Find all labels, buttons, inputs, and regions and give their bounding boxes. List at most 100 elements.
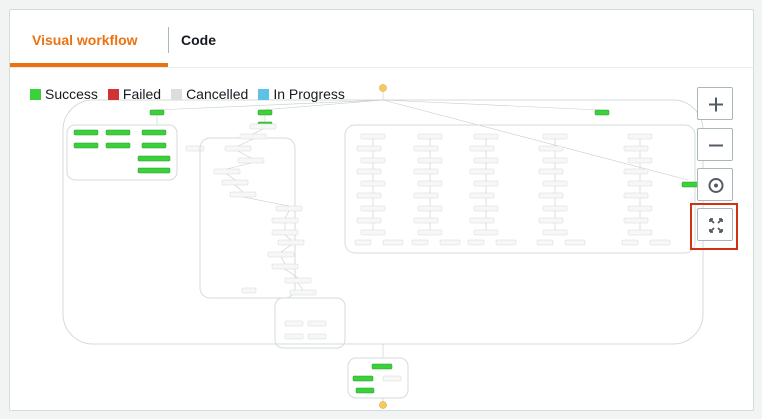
step-node-pending (564, 239, 586, 246)
edge (280, 244, 292, 253)
step-node-pending (469, 168, 495, 175)
step-node-pending (542, 205, 568, 212)
step-node-pending (241, 287, 257, 294)
step-node-succeeded (141, 129, 167, 136)
step-node-pending (623, 217, 649, 224)
edge (284, 234, 292, 241)
start-end-node (379, 84, 387, 92)
legend-success: Success (30, 86, 98, 102)
edge (382, 99, 601, 111)
step-node-pending (307, 333, 327, 340)
step-node-pending (627, 133, 653, 140)
step-node-pending (439, 239, 461, 246)
step-node-succeeded (681, 181, 699, 188)
step-node-succeeded (73, 142, 99, 149)
step-node-pending (267, 251, 295, 258)
step-node-pending (360, 180, 386, 187)
step-node-pending (413, 192, 439, 199)
step-node-pending (284, 333, 304, 340)
edge (297, 282, 304, 291)
edge (237, 150, 252, 159)
zoom-out-button[interactable] (697, 128, 733, 161)
step-node-pending (284, 277, 312, 284)
step-node-pending (542, 133, 568, 140)
parallel-branch-container (274, 297, 346, 349)
edge (242, 196, 290, 207)
step-node-pending (473, 180, 499, 187)
edge (280, 256, 286, 265)
step-node-pending (271, 217, 299, 224)
step-node-pending (229, 191, 257, 198)
edge (261, 99, 384, 111)
step-node-pending (239, 133, 267, 140)
edge (284, 210, 290, 219)
step-node-pending (275, 205, 303, 212)
active-tab-indicator (10, 63, 168, 67)
zoom-in-button[interactable] (697, 87, 733, 120)
center-button[interactable] (697, 168, 733, 201)
target-icon (708, 178, 724, 193)
tab-bar: Visual workflow Code (10, 10, 753, 68)
step-node-pending (417, 180, 443, 187)
step-node-pending (356, 145, 382, 152)
parallel-branch-container (347, 357, 409, 399)
step-node-succeeded (149, 109, 165, 116)
fit-to-screen-button[interactable] (697, 208, 733, 241)
step-node-pending (473, 157, 499, 164)
workflow-panel: Visual workflow Code Success Failed Cancel… (9, 9, 754, 411)
step-node-pending (249, 123, 277, 130)
step-node-pending (542, 157, 568, 164)
step-node-pending (627, 180, 653, 187)
fit-to-screen-icon (709, 218, 723, 233)
step-node-pending (356, 217, 382, 224)
step-node-pending (417, 229, 443, 236)
step-node-pending (623, 168, 649, 175)
step-node-succeeded (137, 167, 171, 174)
step-node-pending (473, 205, 499, 212)
edge (284, 268, 299, 279)
step-node-pending (411, 239, 429, 246)
step-node-pending (284, 320, 304, 327)
step-node-pending (623, 192, 649, 199)
step-node-pending (542, 229, 568, 236)
step-node-pending (649, 239, 671, 246)
parallel-branch-container (66, 124, 178, 181)
step-node-pending (417, 157, 443, 164)
edge (252, 128, 264, 135)
step-node-pending (382, 239, 404, 246)
step-node-pending (542, 180, 568, 187)
step-node-pending (417, 205, 443, 212)
step-node-succeeded (105, 129, 131, 136)
step-node-pending (536, 239, 554, 246)
step-node-pending (271, 229, 299, 236)
step-node-pending (538, 192, 564, 199)
workflow-graph-canvas[interactable] (10, 68, 754, 411)
tab-visual-workflow[interactable]: Visual workflow (32, 32, 138, 48)
edge (226, 173, 236, 181)
legend-cancelled: Cancelled (171, 86, 248, 102)
edge (382, 99, 689, 181)
step-node-pending (360, 133, 386, 140)
edge (237, 138, 254, 147)
step-node-succeeded (73, 129, 99, 136)
step-node-pending (473, 133, 499, 140)
tab-code[interactable]: Code (181, 32, 216, 48)
step-node-pending (224, 145, 252, 152)
step-node-pending (413, 217, 439, 224)
step-node-pending (538, 145, 564, 152)
step-node-pending (360, 157, 386, 164)
legend-failed: Failed (107, 86, 161, 102)
step-node-succeeded (141, 142, 167, 149)
legend-swatch (258, 89, 270, 100)
legend-swatch (30, 89, 41, 100)
step-node-pending (213, 168, 241, 175)
tab-divider (168, 27, 169, 53)
parallel-branch-container (344, 124, 696, 254)
step-node-pending (382, 375, 402, 382)
step-node-pending (473, 229, 499, 236)
minus-icon (709, 144, 723, 147)
step-node-pending (469, 192, 495, 199)
step-node-succeeded (371, 363, 393, 370)
start-end-node (379, 401, 387, 409)
